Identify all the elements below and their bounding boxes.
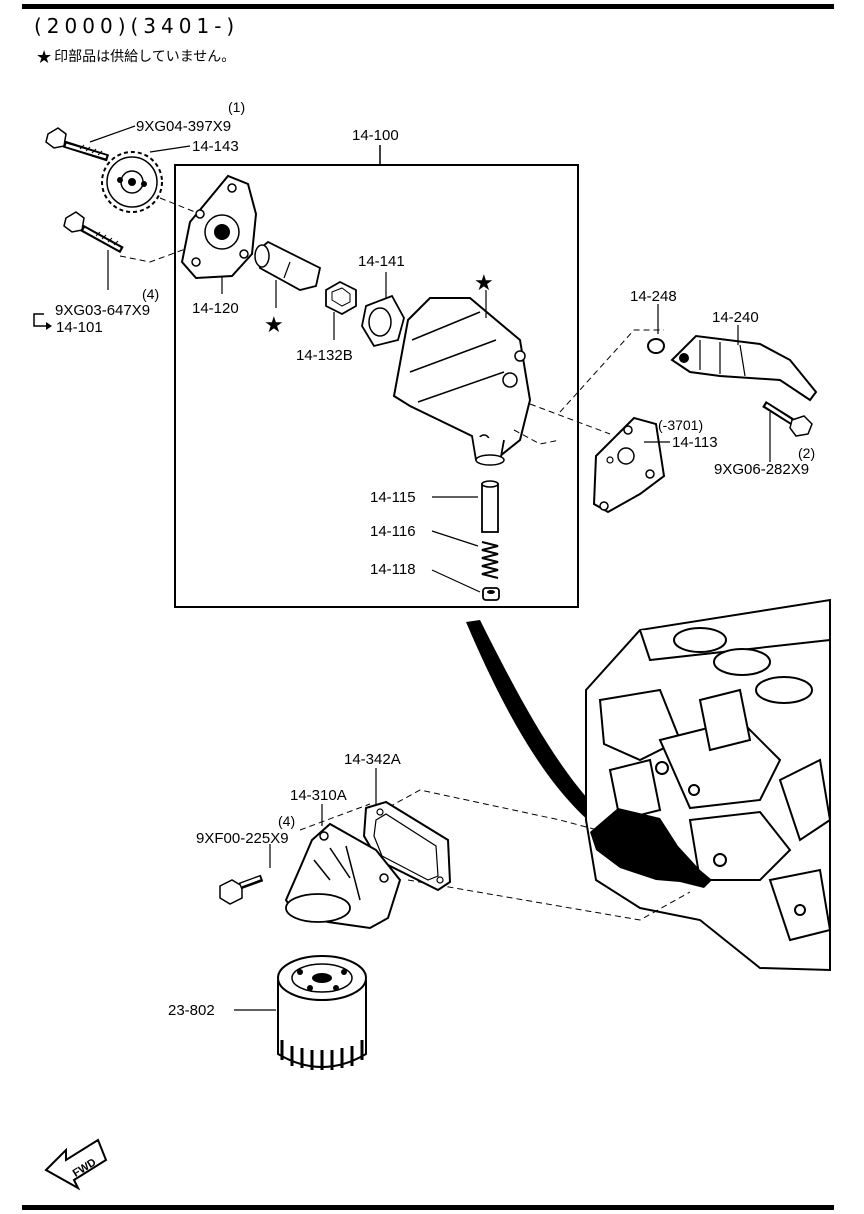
applicability-codes: (2000)(3401-) bbox=[34, 14, 240, 38]
shaft-part[interactable] bbox=[254, 240, 322, 291]
bolt-mid-part[interactable] bbox=[63, 211, 124, 254]
note-text: 印部品は供給していません。 bbox=[54, 49, 236, 65]
label-shaft[interactable]: 14-132B bbox=[296, 347, 353, 364]
oring-part[interactable] bbox=[647, 338, 665, 354]
label-ref-14-101[interactable]: 14-101 bbox=[56, 319, 103, 336]
filter-gasket-part[interactable] bbox=[362, 800, 452, 892]
label-oring[interactable]: 14-248 bbox=[630, 288, 677, 305]
bolt-right-part[interactable] bbox=[762, 401, 813, 437]
plunger-part[interactable] bbox=[481, 480, 499, 533]
label-bolt-right-qty: (2) bbox=[798, 445, 815, 461]
sprocket-part[interactable] bbox=[101, 151, 163, 213]
inner-rotor-part[interactable] bbox=[325, 280, 357, 316]
label-gasket[interactable]: 14-113 bbox=[672, 434, 718, 451]
bolt-filter-part[interactable] bbox=[219, 874, 264, 905]
label-bolt-right[interactable]: 9XG06-282X9 bbox=[714, 461, 809, 478]
cover-plate-part[interactable] bbox=[180, 174, 258, 280]
star-icon: ★ bbox=[36, 47, 53, 68]
engine-block bbox=[585, 598, 832, 972]
label-pump-assy[interactable]: 14-100 bbox=[352, 127, 399, 144]
label-bolt-mid[interactable]: 9XG03-647X9 bbox=[55, 302, 150, 319]
label-bolt-filter[interactable]: 9XF00-225X9 bbox=[196, 830, 289, 847]
label-bolt-top[interactable]: 9XG04-397X9 bbox=[136, 118, 231, 135]
star-icon: ★ bbox=[474, 270, 494, 295]
label-bolt-filter-qty: (4) bbox=[278, 813, 295, 829]
pump-assembly-box bbox=[174, 164, 579, 608]
fwd-arrow-icon: FWD bbox=[44, 1138, 108, 1191]
pump-body-part[interactable] bbox=[392, 297, 532, 466]
strainer-part[interactable] bbox=[670, 334, 818, 402]
label-sprocket[interactable]: 14-143 bbox=[192, 138, 239, 155]
label-filter-body[interactable]: 14-310A bbox=[290, 787, 347, 804]
oil-filter-part[interactable] bbox=[277, 955, 367, 1070]
label-plug[interactable]: 14-118 bbox=[370, 561, 416, 578]
top-border bbox=[22, 4, 834, 9]
label-plunger[interactable]: 14-115 bbox=[370, 489, 416, 506]
not-supplied-note: ★印部品は供給していません。 bbox=[36, 46, 235, 68]
label-oil-filter[interactable]: 23-802 bbox=[168, 1002, 215, 1019]
bottom-border bbox=[22, 1205, 834, 1210]
spring-part[interactable] bbox=[481, 541, 499, 579]
plug-part[interactable] bbox=[482, 587, 500, 601]
label-filter-gasket[interactable]: 14-342A bbox=[344, 751, 401, 768]
filter-body-part[interactable] bbox=[284, 822, 402, 930]
label-gasket-note: (-3701) bbox=[658, 417, 703, 433]
bolt-top-part[interactable] bbox=[45, 127, 110, 162]
label-spring[interactable]: 14-116 bbox=[370, 523, 416, 540]
label-strainer[interactable]: 14-240 bbox=[712, 309, 759, 326]
label-plate[interactable]: 14-120 bbox=[192, 300, 239, 317]
gasket-part[interactable] bbox=[592, 416, 666, 514]
pump-location-highlight bbox=[590, 808, 712, 888]
outer-rotor-part[interactable] bbox=[361, 294, 405, 348]
label-bolt-mid-qty: (4) bbox=[142, 286, 159, 302]
location-pointer bbox=[466, 620, 620, 838]
star-icon: ★ bbox=[264, 312, 284, 337]
label-bolt-top-qty: (1) bbox=[228, 99, 245, 115]
label-rotor[interactable]: 14-141 bbox=[358, 253, 405, 270]
